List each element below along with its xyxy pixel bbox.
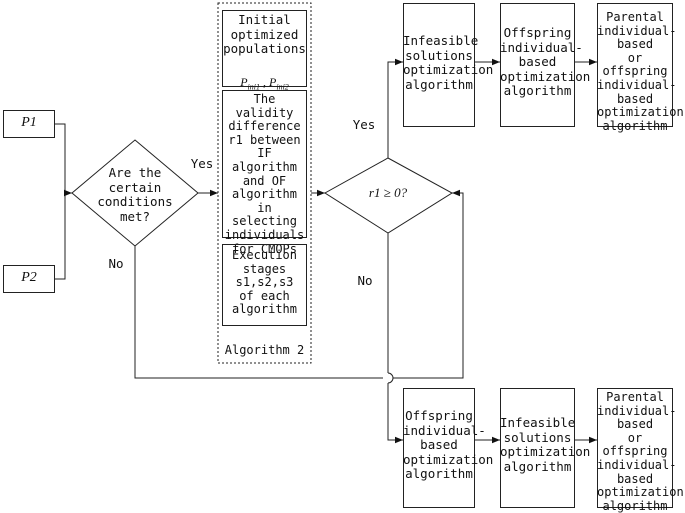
p2-box <box>3 265 55 293</box>
decision2-text: r1 ≥ 0? <box>368 185 408 200</box>
yes2-label: Yes <box>352 117 376 132</box>
top-box-3-text: Parental individual- based or offspring … <box>597 10 684 133</box>
no1-label: No <box>108 256 124 271</box>
edge-loop-return <box>393 189 464 379</box>
p1-box <box>3 110 55 138</box>
algo2-box-stages <box>222 244 307 326</box>
algo2-validity-text: The validity difference r1 between IF al… <box>224 92 305 256</box>
algo2-box-validity <box>222 90 307 238</box>
algo2-box-populations <box>222 10 307 87</box>
edge-p2-to-merge <box>55 193 66 280</box>
bottom-box-2-text: Infeasible solutions optimization algori… <box>500 415 591 474</box>
algo2-populations-text: Initial optimized populations <box>223 12 306 57</box>
edge-p1-to-merge <box>55 123 66 193</box>
algorithm2-container <box>217 2 312 364</box>
edge-decision2-yes <box>387 58 403 158</box>
edge-decision2-no-lower <box>387 383 403 444</box>
yes1-label: Yes <box>190 156 214 171</box>
top-box-1 <box>403 3 475 127</box>
top-box-2 <box>500 3 575 127</box>
no2-label: No <box>357 273 373 288</box>
edge-hop <box>387 372 394 384</box>
algo2-stages-text: Execution stages s1,s2,s3 of each algori… <box>231 248 298 317</box>
top-box-3 <box>597 3 673 127</box>
bottom-box-2 <box>500 388 575 508</box>
p2-label: P2 <box>21 270 37 285</box>
p1-label: P1 <box>21 115 37 130</box>
top-box-2-text: Offspring individual- based optimization… <box>500 25 591 99</box>
bottom-box-1-text: Offspring individual- based optimization… <box>403 408 494 482</box>
decision1-text: Are the certain conditions met? <box>97 165 173 224</box>
edge-decision1-no-loop <box>134 246 383 379</box>
top-box-1-text: Infeasible solutions optimization algori… <box>403 33 494 92</box>
bottom-box-3-text: Parental individual- based or offspring … <box>597 390 684 513</box>
bottom-box-1 <box>403 388 475 508</box>
algo2-caption: Algorithm 2 <box>224 343 305 357</box>
algo2-populations-formula: Pini1 , Pini2 <box>240 74 289 91</box>
bottom-box-3 <box>597 388 673 508</box>
